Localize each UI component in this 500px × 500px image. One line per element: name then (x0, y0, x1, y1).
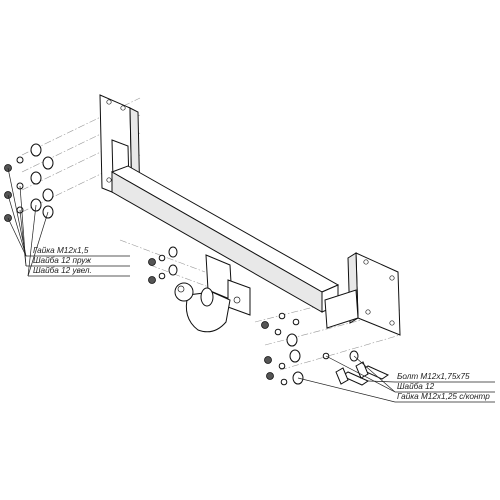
nut-icon (264, 356, 272, 364)
right-mounting-bracket (324, 252, 401, 336)
label-bolt-m12x175x75: Болт М12х1,75х75 (397, 372, 470, 381)
nut-icon (4, 191, 12, 199)
washer-icon (16, 156, 24, 164)
nut-icon (266, 372, 274, 380)
washer-icon (292, 318, 300, 326)
large-washer-icon (42, 156, 54, 170)
right-fasteners (261, 312, 390, 386)
tow-ball-assembly (174, 254, 251, 333)
right-leader-lines (297, 355, 495, 403)
large-washer-icon (30, 171, 42, 185)
left-leader-lines (7, 167, 130, 277)
label-spring-washer-12: Шайба 12 пруж (33, 256, 91, 265)
bolt-icon (355, 361, 390, 380)
label-large-washer-12: Шайба 12 увел. (33, 266, 92, 275)
center-fasteners (148, 246, 178, 284)
label-nut-m12x15: Гайка М12х1,5 (33, 246, 89, 255)
large-washer-icon (42, 188, 54, 202)
large-washer-icon (168, 264, 178, 276)
nut-icon (148, 276, 156, 284)
large-washer-icon (30, 143, 42, 157)
left-fasteners (4, 143, 54, 222)
washer-icon (278, 362, 286, 370)
large-washer-icon (168, 246, 178, 258)
washer-icon (158, 254, 166, 262)
large-washer-icon (286, 333, 298, 347)
nut-icon (148, 258, 156, 266)
nut-icon (261, 321, 269, 329)
large-washer-icon (289, 349, 301, 363)
label-washer-12: Шайба 12 (397, 382, 435, 391)
label-locknut-m12x125: Гайка М12х1,25 с/контр (397, 392, 490, 401)
washer-icon (280, 378, 288, 386)
cross-tube (110, 165, 340, 313)
washer-icon (158, 272, 166, 280)
washer-icon (274, 328, 282, 336)
washer-icon (278, 312, 286, 320)
